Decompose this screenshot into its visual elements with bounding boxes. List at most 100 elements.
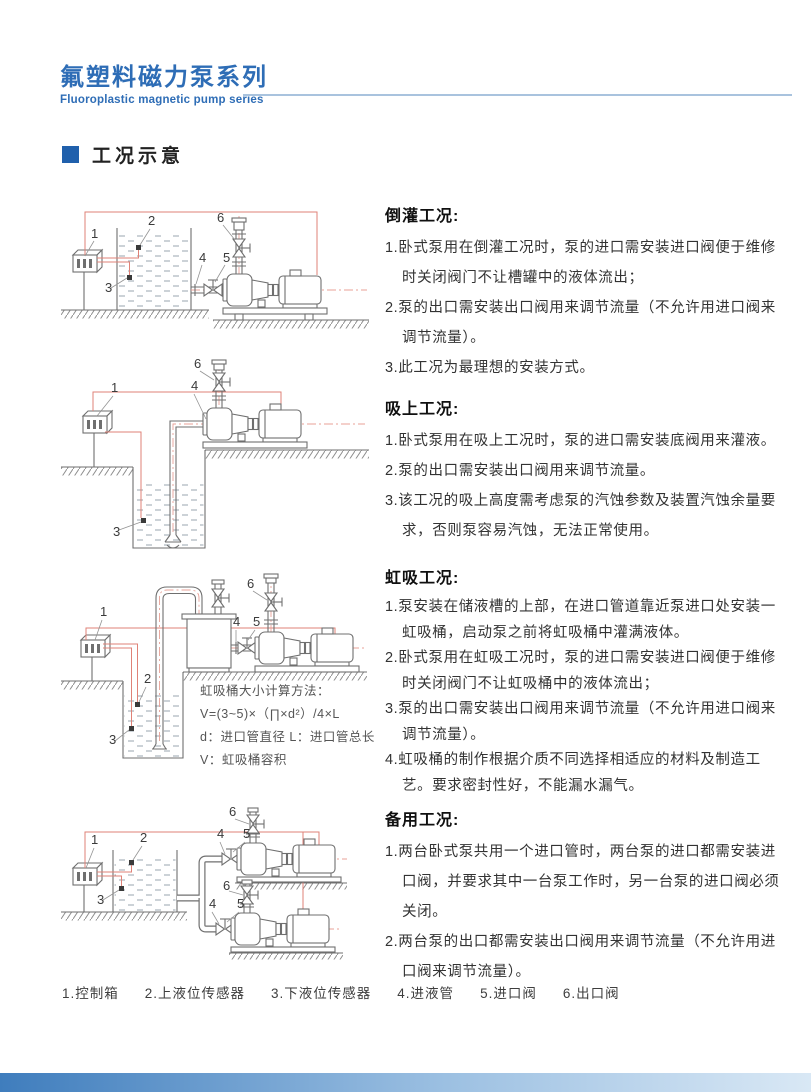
label-upper-sensor: 2 <box>148 213 155 228</box>
text-block-suction-lift: 吸上工况: 1.卧式泵用在吸上工况时，泵的进口需安装底阀用来灌液。 2.泵的出口… <box>385 395 789 546</box>
label-control-box: 1 <box>111 380 118 395</box>
label-upper-sensor: 2 <box>140 830 147 845</box>
text-block-gravity-feed: 倒灌工况: 1.卧式泵用在倒灌工况时，泵的进口需安装进口阀便于维修时关闭阀门不让… <box>385 202 789 383</box>
block-item: 2.两台泵的出口都需安装出口阀用来调节流量（不允许用进口阀来调节流量）。 <box>385 934 776 980</box>
label-lower-sensor: 3 <box>113 524 120 539</box>
label-inlet-valve: 5 <box>253 614 260 629</box>
label-control-box: 1 <box>91 832 98 847</box>
shared-inlet-pipe <box>177 855 225 933</box>
figure-labels: 1 2 3 4 5 6 <box>94 576 268 747</box>
upper-level-sensor <box>129 860 134 865</box>
siphon-pipe <box>152 586 203 750</box>
formula-vars-2: V：虹吸桶容积 <box>200 753 287 767</box>
control-box <box>82 410 113 467</box>
page-header: 氟塑料磁力泵系列 Fluoroplastic magnetic pump ser… <box>60 64 268 106</box>
block-heading: 虹吸工况: <box>385 570 460 587</box>
inlet-valve <box>237 637 257 655</box>
legend-outlet-valve: 6.出口阀 <box>562 986 620 1001</box>
label-inlet-pipe-upper: 4 <box>217 826 224 841</box>
page-title: 氟塑料磁力泵系列 <box>60 64 268 91</box>
figure-standby-diagram: 1 2 3 4 5 6 4 5 6 <box>61 804 347 960</box>
upper-level-sensor <box>135 702 140 707</box>
siphon-barrel <box>181 579 237 673</box>
suction-pipe <box>164 420 207 549</box>
discharge-assembly <box>231 217 251 274</box>
label-lower-sensor: 3 <box>105 280 112 295</box>
label-outlet-valve-lower: 6 <box>223 878 230 893</box>
legend-inlet-valve: 5.进口阀 <box>480 986 537 1001</box>
pump-unit <box>202 403 308 449</box>
pump-unit-upper <box>236 838 342 883</box>
inlet-valve <box>203 279 223 297</box>
legend-lower-sensor: 3.下液位传感器 <box>271 986 372 1001</box>
control-wiring <box>92 391 282 518</box>
label-outlet-valve: 6 <box>194 356 201 371</box>
section-title: 工况示意 <box>92 146 185 167</box>
block-item: 3.泵的出口需安装出口阀用来调节流量（不允许用进口阀来调节流量）。 <box>385 701 776 743</box>
lower-level-sensor <box>141 518 146 523</box>
block-heading: 倒灌工况: <box>385 208 460 225</box>
block-heading: 备用工况: <box>385 812 460 829</box>
discharge-assembly-upper <box>246 807 265 843</box>
formula-equation: V=(3~5)×（∏×d²）/4×L <box>200 707 340 721</box>
label-outlet-valve: 6 <box>247 576 254 591</box>
block-item: 2.泵的出口需安装出口阀用来调节流量（不允许用进口阀来调节流量）。 <box>385 300 776 346</box>
figure-suction-lift-diagram: 1 3 4 6 <box>61 356 369 549</box>
block-item: 1.泵安装在储液槽的上部，在进口管道靠近泵进口处安装一虹吸桶，启动泵之前将虹吸桶… <box>385 599 776 641</box>
figure-gravity-feed-diagram: 1 2 3 4 5 6 <box>61 210 369 329</box>
control-box <box>72 862 103 912</box>
block-item: 1.两台卧式泵共用一个进口管时，两台泵的进口都需安装进口阀，并要求其中一台泵工作… <box>385 844 780 920</box>
block-item: 3.该工况的吸上高度需考虑泵的汽蚀参数及装置汽蚀余量要求，否则泵容易汽蚀，无法正… <box>385 493 776 539</box>
figure-siphon-diagram: 1 2 3 4 5 6 <box>61 573 367 759</box>
label-upper-sensor: 2 <box>144 671 151 686</box>
label-inlet-pipe: 4 <box>199 250 206 265</box>
pit-tank <box>132 450 206 549</box>
tank <box>112 850 178 913</box>
siphon-formula: 虹吸桶大小计算方法： V=(3~5)×（∏×d²）/4×L d：进口管直径 L：… <box>200 680 395 772</box>
figure-labels: 1 2 3 4 5 6 4 5 6 <box>85 804 250 925</box>
label-inlet-pipe-lower: 4 <box>209 896 216 911</box>
pump-unit <box>254 627 360 673</box>
label-inlet-valve-lower: 5 <box>237 896 244 911</box>
page-subtitle: Fluoroplastic magnetic pump series <box>60 94 264 106</box>
block-item: 1.卧式泵用在吸上工况时，泵的进口需安装底阀用来灌液。 <box>385 433 776 449</box>
ground-hatch <box>61 449 369 476</box>
label-outlet-valve: 6 <box>217 210 224 225</box>
figure-labels: 1 2 3 4 5 6 <box>84 210 236 295</box>
footer-bar <box>0 1073 811 1092</box>
lower-level-sensor <box>129 726 134 731</box>
pump-unit <box>222 269 328 321</box>
label-lower-sensor: 3 <box>97 892 104 907</box>
section-marker-square <box>62 146 79 163</box>
block-item: 1.卧式泵用在倒灌工况时，泵的进口需安装进口阀便于维修时关闭阀门不让槽罐中的液体… <box>385 240 776 286</box>
discharge-assembly <box>211 359 231 408</box>
block-item: 4.虹吸桶的制作根据介质不同选择相适应的材料及制造工艺。要求密封性好，不能漏水漏… <box>385 752 761 794</box>
label-lower-sensor: 3 <box>109 732 116 747</box>
legend-upper-sensor: 2.上液位传感器 <box>144 986 246 1001</box>
upper-level-sensor <box>136 245 141 250</box>
legend-control-box: 1.控制箱 <box>62 986 119 1001</box>
label-outlet-valve-upper: 6 <box>229 804 236 819</box>
control-box <box>80 634 111 681</box>
block-heading: 吸上工况: <box>385 401 460 418</box>
formula-title: 虹吸桶大小计算方法： <box>200 684 331 698</box>
pit-tank <box>122 672 184 759</box>
section-header: 工况示意 <box>62 141 184 168</box>
discharge-assembly-lower <box>240 879 259 913</box>
lower-level-sensor <box>127 275 132 280</box>
figure-legend: 1.控制箱 2.上液位传感器 3.下液位传感器 4.进液管 5.进口阀 6.出口… <box>62 982 620 1002</box>
figure-labels: 1 3 4 6 <box>96 356 215 539</box>
label-inlet-valve: 5 <box>223 250 230 265</box>
block-item: 2.卧式泵用在虹吸工况时，泵的进口需安装进口阀便于维修时关闭阀门不让虹吸桶中的液… <box>385 650 776 692</box>
legend-inlet-pipe: 4.进液管 <box>397 986 455 1001</box>
block-item: 2.泵的出口需安装出口阀用来调节流量。 <box>385 463 655 479</box>
text-block-siphon: 虹吸工况: 1.泵安装在储液槽的上部，在进口管道靠近泵进口处安装一虹吸桶，启动泵… <box>385 564 789 799</box>
discharge-assembly <box>263 573 283 632</box>
label-inlet-pipe: 4 <box>191 378 198 393</box>
label-control-box: 1 <box>100 604 107 619</box>
lower-level-sensor <box>119 886 124 891</box>
block-item: 3.此工况为最理想的安装方式。 <box>385 360 595 376</box>
label-control-box: 1 <box>91 226 98 241</box>
formula-vars-1: d：进口管直径 L：进口管总长 <box>200 730 375 744</box>
